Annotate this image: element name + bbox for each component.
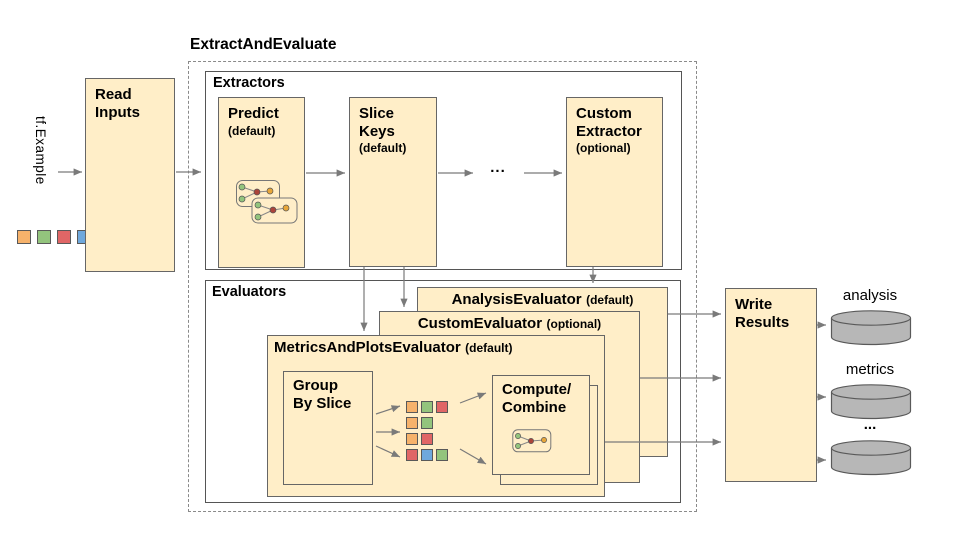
read-inputs-box: Read Inputs <box>85 78 175 272</box>
compute-combine-box: Compute/ Combine <box>492 375 590 475</box>
pipeline-dashed-container <box>188 61 697 512</box>
slice-keys-extractor-box: Slice Keys (default) <box>349 97 437 267</box>
pipeline-title: ExtractAndEvaluate <box>190 36 337 53</box>
write-results-title: Write Results <box>735 296 790 331</box>
extractors-container: Extractors <box>205 71 682 270</box>
metrics-and-plots-evaluator-subtitle: (default) <box>465 341 513 355</box>
extractors-label: Extractors <box>213 75 285 91</box>
more-database-icon <box>830 440 912 476</box>
slice-square-blue <box>421 449 433 461</box>
slice-square-red <box>421 433 433 445</box>
group-by-slice-box: Group By Slice <box>283 371 373 485</box>
read-inputs-title: Read Inputs <box>95 86 140 121</box>
analysis-database-icon <box>830 310 912 346</box>
model-graph-icon <box>236 180 298 224</box>
slice-square-green <box>436 449 448 461</box>
input-legend <box>17 230 91 244</box>
compute-combine-title: Compute/ Combine <box>502 381 572 416</box>
evaluators-container: Evaluators <box>205 280 681 503</box>
predict-subtitle: (default) <box>228 123 276 138</box>
slice-square-orange <box>406 433 418 445</box>
slice-square-green <box>421 401 433 413</box>
legend-square-green <box>37 230 51 244</box>
custom-evaluator-title: CustomEvaluator <box>417 315 543 332</box>
custom-extractor-title: Custom Extractor <box>576 105 642 140</box>
legend-square-orange <box>17 230 31 244</box>
tf-example-label: tf.Example <box>33 116 48 185</box>
metrics-database-icon <box>830 384 912 420</box>
combine-graph-icon <box>512 429 552 453</box>
slice-keys-title: Slice Keys <box>359 105 395 140</box>
custom-evaluator-subtitle: (optional) <box>546 317 602 331</box>
slice-keys-subtitle: (default) <box>359 141 407 156</box>
slice-grid <box>406 401 448 465</box>
predict-title: Predict <box>228 105 279 122</box>
slice-row <box>406 417 448 429</box>
slice-square-red <box>436 401 448 413</box>
slice-row <box>406 433 448 445</box>
extractors-ellipsis: ... <box>490 159 506 176</box>
metrics-and-plots-evaluator-title: MetricsAndPlotsEvaluator <box>274 339 461 356</box>
slice-square-orange <box>406 417 418 429</box>
output-label-analysis: analysis <box>842 287 898 304</box>
write-results-box: Write Results <box>725 288 817 482</box>
custom-extractor-box: Custom Extractor (optional) <box>566 97 663 267</box>
analysis-evaluator-title: AnalysisEvaluator <box>451 291 582 308</box>
output-label-metrics: metrics <box>845 361 895 378</box>
analysis-evaluator-subtitle: (default) <box>586 293 634 307</box>
legend-square-red <box>57 230 71 244</box>
output-label-more: ... <box>863 416 877 433</box>
slice-square-orange <box>406 401 418 413</box>
slice-row <box>406 449 448 461</box>
slice-square-green <box>421 417 433 429</box>
group-by-slice-title: Group By Slice <box>293 377 352 412</box>
evaluators-label: Evaluators <box>212 284 287 300</box>
slice-square-red <box>406 449 418 461</box>
custom-extractor-subtitle: (optional) <box>576 141 631 156</box>
slice-row <box>406 401 448 413</box>
